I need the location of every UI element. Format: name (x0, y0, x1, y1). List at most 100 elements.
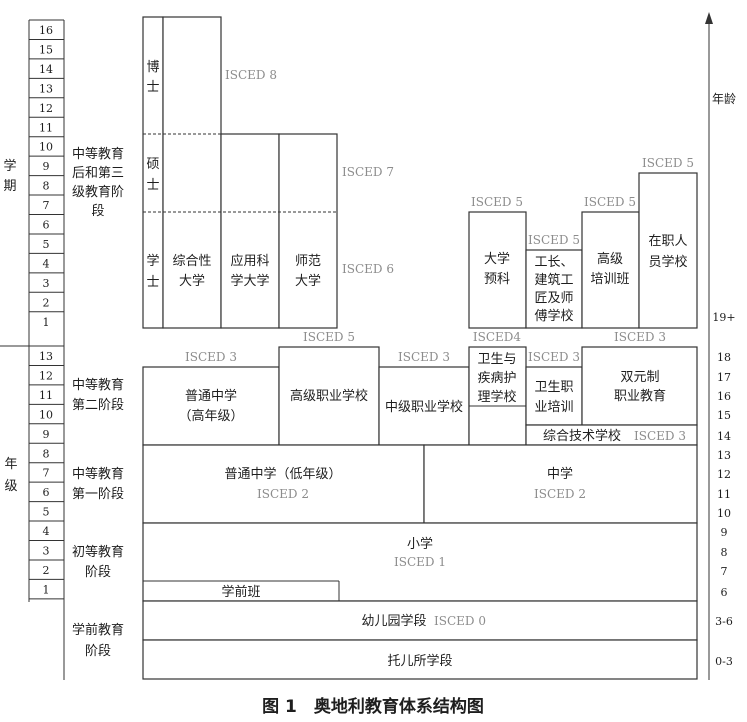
isced-2-general-label: ISCED 2 (257, 487, 309, 501)
term-number: 13 (39, 82, 53, 95)
box-middle-vocational (378, 366, 470, 446)
grade-number: 7 (43, 467, 50, 480)
isced-5-higher-voc-label: ISCED 5 (303, 330, 355, 344)
term-number: 6 (43, 219, 50, 232)
univ-prep-label-2: 预科 (484, 272, 510, 287)
stage-preschool-1: 学前教育 (72, 622, 124, 638)
term-label-1: 学 (3, 158, 16, 174)
age-label: 19+ (712, 311, 735, 324)
stage-labels: 中等教育 后和第三 级教育阶 段 中等教育 第二阶段 中等教育 第一阶段 初等教… (72, 146, 124, 659)
box-primary-school (142, 522, 698, 602)
stage-preschool-2: 阶段 (85, 644, 111, 659)
box-applied-university (220, 133, 280, 329)
polytechnic-label: 综合技术学校 (543, 428, 621, 444)
grade-number: 13 (39, 350, 53, 363)
teacher-univ-label-2: 大学 (295, 273, 321, 289)
isced-3-poly-label: ISCED 3 (634, 429, 686, 443)
term-number: 14 (39, 63, 53, 76)
box-teacher-university (278, 133, 338, 329)
age-label: 16 (717, 390, 731, 403)
isced-3-dual-label: ISCED 3 (614, 330, 666, 344)
grade-number: 12 (39, 369, 53, 382)
box-dual-system (581, 346, 698, 426)
term-number: 5 (43, 238, 50, 251)
teacher-univ-label-1: 师范 (295, 254, 321, 269)
box-foreman-school (525, 249, 583, 329)
middle-vocational-label: 中级职业学校 (385, 399, 463, 415)
primary-block: 小学 ISCED 1 学前班 (142, 522, 698, 602)
term-number: 7 (43, 199, 50, 212)
general-lower-label: 普通中学（低年级） (224, 466, 341, 482)
age-label: 9 (721, 526, 728, 539)
age-label: 0-3 (715, 655, 733, 668)
primary-school-label: 小学 (407, 536, 433, 552)
health-nursing-label-2: 疾病护 (477, 371, 516, 386)
figure-caption: 图 1 奥地利教育体系结构图 (262, 696, 484, 717)
advanced-training-label-2: 培训班 (590, 271, 629, 287)
stage-lower-secondary-2: 第一阶段 (72, 487, 124, 502)
term-number: 2 (43, 296, 50, 309)
grade-label-2: 级 (4, 479, 17, 494)
term-number: 4 (43, 257, 50, 270)
isced-3-general-label: ISCED 3 (185, 350, 237, 364)
box-general-lower (142, 444, 425, 524)
applied-univ-label-1: 应用科 (230, 253, 269, 269)
dual-system-label-1: 双元制 (620, 370, 659, 385)
stage-primary-2: 阶段 (85, 565, 111, 580)
isced-5-foreman-label: ISCED 5 (528, 233, 580, 247)
dual-system-label-2: 职业教育 (614, 388, 666, 404)
age-label: 8 (721, 546, 728, 559)
advanced-training-label-1: 高级 (597, 251, 623, 267)
age-label: 7 (721, 565, 728, 578)
age-label: 18 (717, 351, 731, 364)
box-health-nursing (468, 346, 527, 446)
term-number: 8 (43, 180, 50, 193)
age-label: 15 (717, 409, 731, 422)
age-label: 11 (717, 488, 731, 501)
box-university (162, 16, 222, 329)
grade-number: 5 (43, 506, 50, 519)
term-number: 12 (39, 102, 53, 115)
box-middle-school (423, 444, 698, 524)
health-nursing-label-3: 理学校 (477, 389, 516, 405)
term-number: 15 (39, 43, 53, 56)
box-university-prep (468, 211, 527, 329)
term-number: 16 (39, 24, 53, 37)
master-label-2: 士 (146, 178, 159, 193)
age-label: 3-6 (715, 615, 733, 628)
applied-univ-label-2: 学大学 (230, 273, 269, 289)
foreman-label-1: 工长、 (534, 255, 573, 270)
grade-number: 3 (43, 545, 50, 558)
univ-prep-label-1: 大学 (484, 251, 510, 267)
post-secondary-vocational: ISCED 5 ISCED 5 ISCED 5 ISCED 5 大学 预科 工长… (468, 156, 698, 329)
preschool-class-label: 学前班 (221, 584, 260, 600)
general-upper-label-1: 普通中学 (185, 388, 237, 404)
upper-secondary-block: ISCED 3 ISCED 5 ISCED 3 ISCED4 ISCED 3 I… (142, 330, 698, 446)
stage-upper-secondary-1: 中等教育 (72, 377, 124, 393)
term-label-2: 期 (3, 179, 16, 194)
isced-5-adv-label: ISCED 5 (584, 195, 636, 209)
isced-3-health-voc-label: ISCED 3 (528, 350, 580, 364)
grade-number: 8 (43, 447, 50, 460)
grade-number: 1 (43, 583, 50, 596)
stage-lower-secondary-1: 中等教育 (72, 466, 124, 482)
term-number: 3 (43, 277, 50, 290)
inservice-label-2: 员学校 (648, 254, 687, 270)
kindergarten-label: 幼儿园学段 (361, 613, 426, 629)
foreman-label-2: 建筑工 (534, 272, 573, 288)
age-label: 6 (721, 586, 728, 599)
term-number: 9 (43, 160, 50, 173)
health-vocational-label-1: 卫生职 (534, 380, 573, 395)
grade-label-1: 年 (4, 457, 17, 472)
grade-number: 2 (43, 564, 50, 577)
stage-post-secondary-2: 后和第三 (72, 166, 124, 181)
age-label: 12 (717, 468, 731, 481)
box-kindergarten (142, 600, 698, 641)
age-label: 17 (717, 371, 731, 384)
nursery-label: 托儿所学段 (387, 653, 452, 669)
stage-upper-secondary-2: 第二阶段 (72, 398, 124, 413)
doctor-label-2: 士 (146, 80, 159, 95)
health-nursing-label-1: 卫生与 (477, 352, 516, 367)
